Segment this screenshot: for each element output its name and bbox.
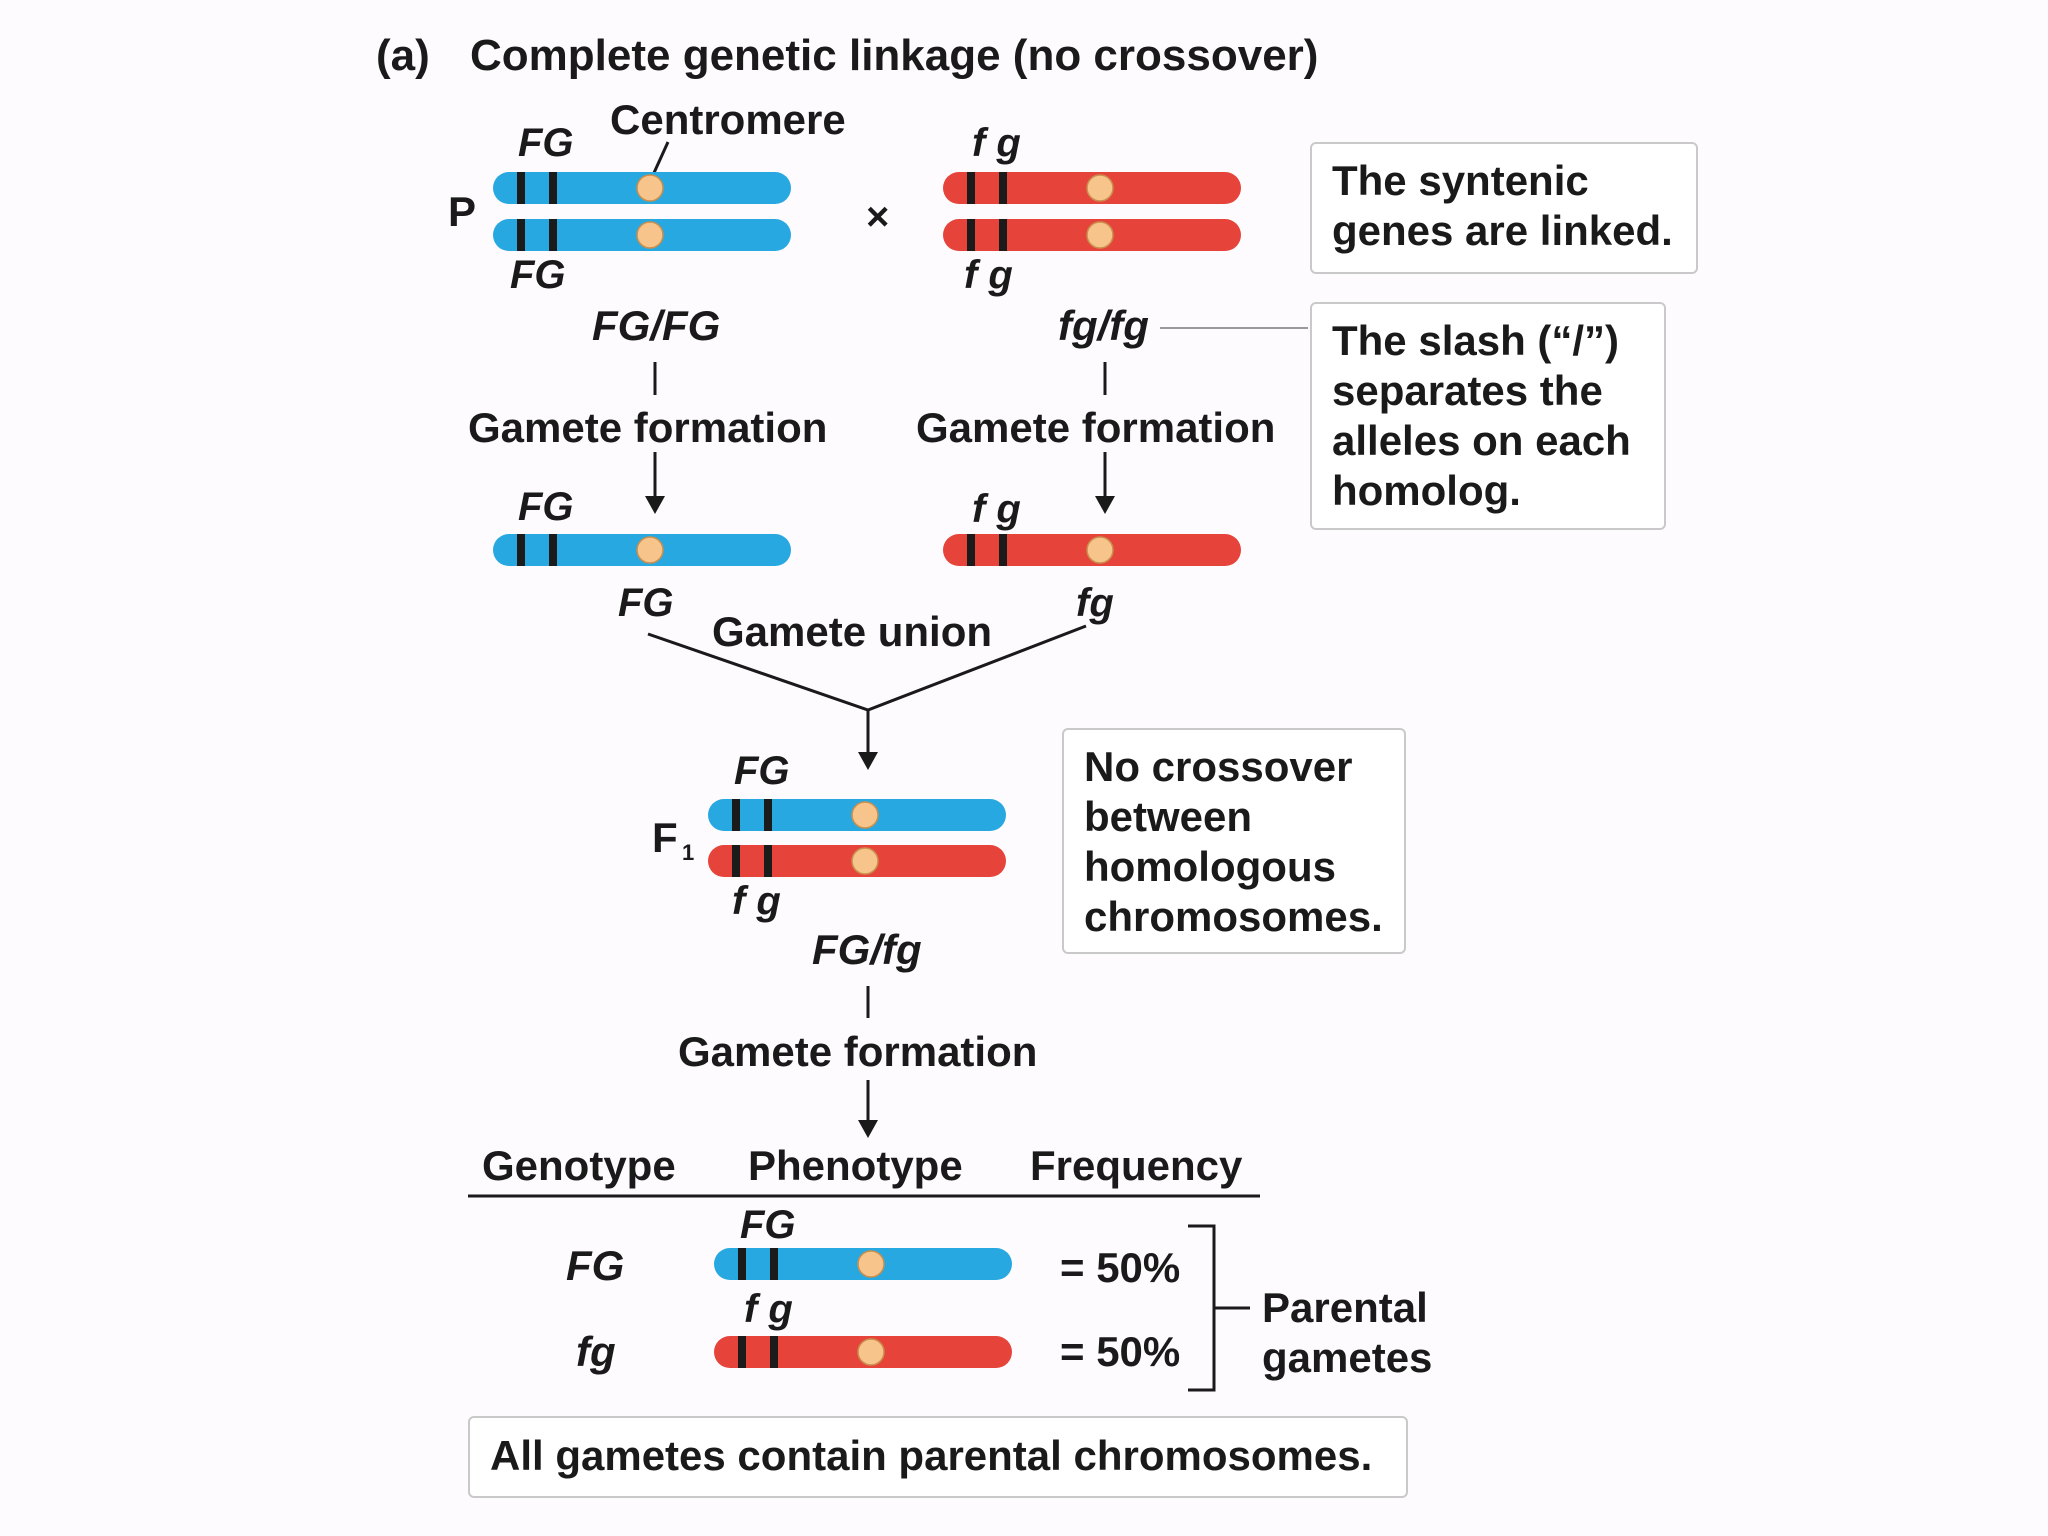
arrow-head-icon [1095, 496, 1115, 514]
gene-band-g [549, 219, 557, 251]
conclusion-text: All gametes contain parental chromosomes… [490, 1432, 1373, 1479]
note-linked: The syntenic genes are linked. [1310, 142, 1698, 274]
table-row-genotype: FG [566, 1242, 624, 1289]
table-header-frequency: Frequency [1030, 1142, 1243, 1189]
chromosome-red [708, 845, 1006, 877]
gene-band-g [770, 1336, 778, 1368]
gamete-right-top-alleles: f g [972, 487, 1021, 531]
gene-band-f [517, 172, 525, 204]
generation-label-f1-subscript: 1 [682, 840, 694, 865]
note-line: homolog. [1332, 467, 1521, 514]
note-line: chromosomes. [1084, 893, 1383, 940]
gene-band-g [999, 219, 1007, 251]
centromere [857, 1250, 885, 1278]
f1-genotype: FG/fg [812, 926, 922, 973]
chromosome-blue [708, 799, 1006, 831]
p-left-genotype: FG/FG [592, 302, 720, 349]
generation-label-p: P [448, 188, 476, 235]
parental-label-line2: gametes [1262, 1334, 1432, 1381]
cross-symbol: × [866, 195, 889, 239]
p-right-bottom-alleles: f g [964, 253, 1013, 297]
f1-step: Gamete formation [678, 1028, 1037, 1075]
gene-band-g [999, 172, 1007, 204]
table-row-genotype: fg [576, 1328, 616, 1375]
gamete-left-bottom-alleles: FG [618, 581, 674, 625]
gene-band-g [999, 534, 1007, 566]
centromere [1086, 536, 1114, 564]
note-no-crossover: No crossover between homologous chromoso… [1062, 728, 1406, 954]
table-header-genotype: Genotype [482, 1142, 676, 1189]
parental-bracket [1188, 1224, 1216, 1392]
table-row-chromosome-label: f g [744, 1287, 793, 1331]
gene-band-g [549, 534, 557, 566]
centromere [1086, 221, 1114, 249]
gene-band-f [967, 172, 975, 204]
gamete-right-bottom-alleles: fg [1076, 581, 1114, 625]
f1-top-alleles: FG [734, 749, 790, 793]
note-line: The syntenic [1332, 157, 1589, 204]
conclusion-box: All gametes contain parental chromosomes… [468, 1416, 1408, 1498]
chromosome-blue [493, 534, 791, 566]
table-row-chromosome-label: FG [740, 1203, 796, 1247]
arrow-head-icon [858, 1120, 878, 1138]
centromere [1086, 174, 1114, 202]
note-line: genes are linked. [1332, 207, 1673, 254]
parental-label-line1: Parental [1262, 1284, 1428, 1331]
f1-bottom-alleles: f g [732, 879, 781, 923]
p-left-top-alleles: FG [518, 121, 574, 165]
table-header-phenotype: Phenotype [748, 1142, 963, 1189]
table-row-frequency: = 50% [1060, 1328, 1180, 1375]
gene-band-g [764, 845, 772, 877]
centromere [857, 1338, 885, 1366]
note-line: separates the [1332, 367, 1603, 414]
chromosome-blue [493, 172, 791, 204]
p-right-genotype: fg/fg [1058, 302, 1149, 349]
note-line: No crossover [1084, 743, 1353, 790]
gene-band-f [732, 799, 740, 831]
note-line: The slash (“/”) [1332, 317, 1620, 364]
gene-band-f [967, 534, 975, 566]
gene-band-f [738, 1336, 746, 1368]
chromosome-blue [714, 1248, 1012, 1280]
figure-part-label: (a) [376, 31, 430, 80]
chromosome-red [943, 534, 1241, 566]
gene-band-g [764, 799, 772, 831]
gene-band-g [549, 172, 557, 204]
centromere [636, 174, 664, 202]
note-line: alleles on each [1332, 417, 1631, 464]
p-right-top-alleles: f g [972, 121, 1021, 165]
arrow-head-icon [645, 496, 665, 514]
table-row-frequency: = 50% [1060, 1244, 1180, 1291]
centromere [636, 536, 664, 564]
p-left-step: Gamete formation [468, 404, 827, 451]
p-right-step: Gamete formation [916, 404, 1275, 451]
chromosome-red [714, 1336, 1012, 1368]
gene-band-f [517, 219, 525, 251]
figure-title: Complete genetic linkage (no crossover) [470, 31, 1318, 80]
gene-band-f [738, 1248, 746, 1280]
gene-band-f [517, 534, 525, 566]
gamete-left-top-alleles: FG [518, 485, 574, 529]
centromere [851, 801, 879, 829]
centromere [851, 847, 879, 875]
chromosome-blue [493, 219, 791, 251]
centromere [636, 221, 664, 249]
gene-band-f [732, 845, 740, 877]
note-line: between [1084, 793, 1253, 840]
arrow-head-icon [858, 752, 878, 770]
gamete-union-label: Gamete union [712, 608, 992, 655]
chromosome-red [943, 219, 1241, 251]
note-slash: The slash (“/”) separates the alleles on… [1310, 302, 1666, 530]
centromere-label: Centromere [610, 96, 846, 143]
p-left-bottom-alleles: FG [510, 253, 566, 297]
chromosome-red [943, 172, 1241, 204]
gene-band-f [967, 219, 975, 251]
generation-label-f1: F [652, 814, 678, 861]
gene-band-g [770, 1248, 778, 1280]
note-line: homologous [1084, 843, 1336, 890]
